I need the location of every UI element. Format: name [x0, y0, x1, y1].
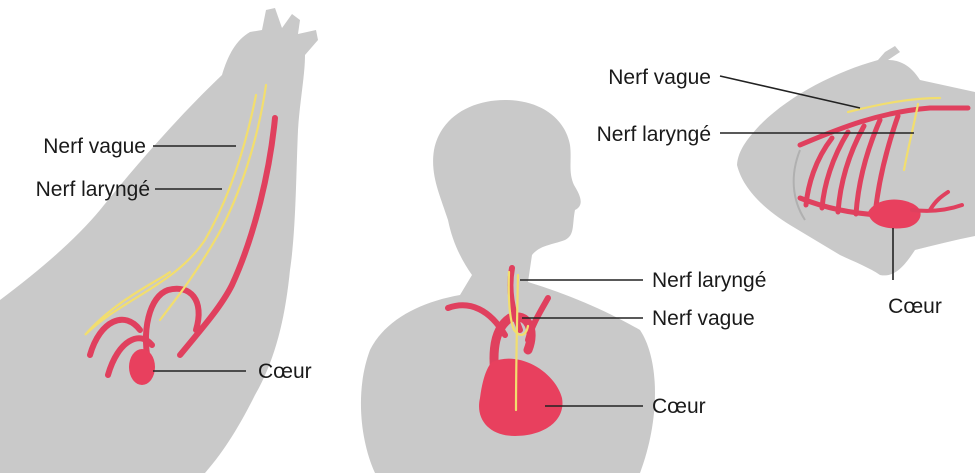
giraffe-nerf-larynge-label: Nerf laryngé — [36, 178, 150, 201]
giraffe-silhouette — [0, 8, 318, 473]
giraffe-coeur-label: Cœur — [258, 360, 312, 383]
human-nerf-vague-label: Nerf vague — [652, 307, 755, 330]
human-coeur-label: Cœur — [652, 395, 706, 418]
human-panel: Nerf laryngé Nerf vague Cœur — [361, 100, 766, 473]
fish-coeur-label: Cœur — [888, 295, 942, 318]
giraffe-panel: Nerf vague Nerf laryngé Cœur — [0, 8, 318, 473]
fish-silhouette — [737, 46, 975, 275]
fish-nerf-larynge-label: Nerf laryngé — [597, 123, 711, 146]
giraffe-nerf-vague-label: Nerf vague — [43, 135, 146, 158]
fish-nerf-vague-label: Nerf vague — [608, 66, 711, 89]
giraffe-heart — [129, 349, 155, 385]
human-nerf-larynge-label: Nerf laryngé — [652, 269, 766, 292]
